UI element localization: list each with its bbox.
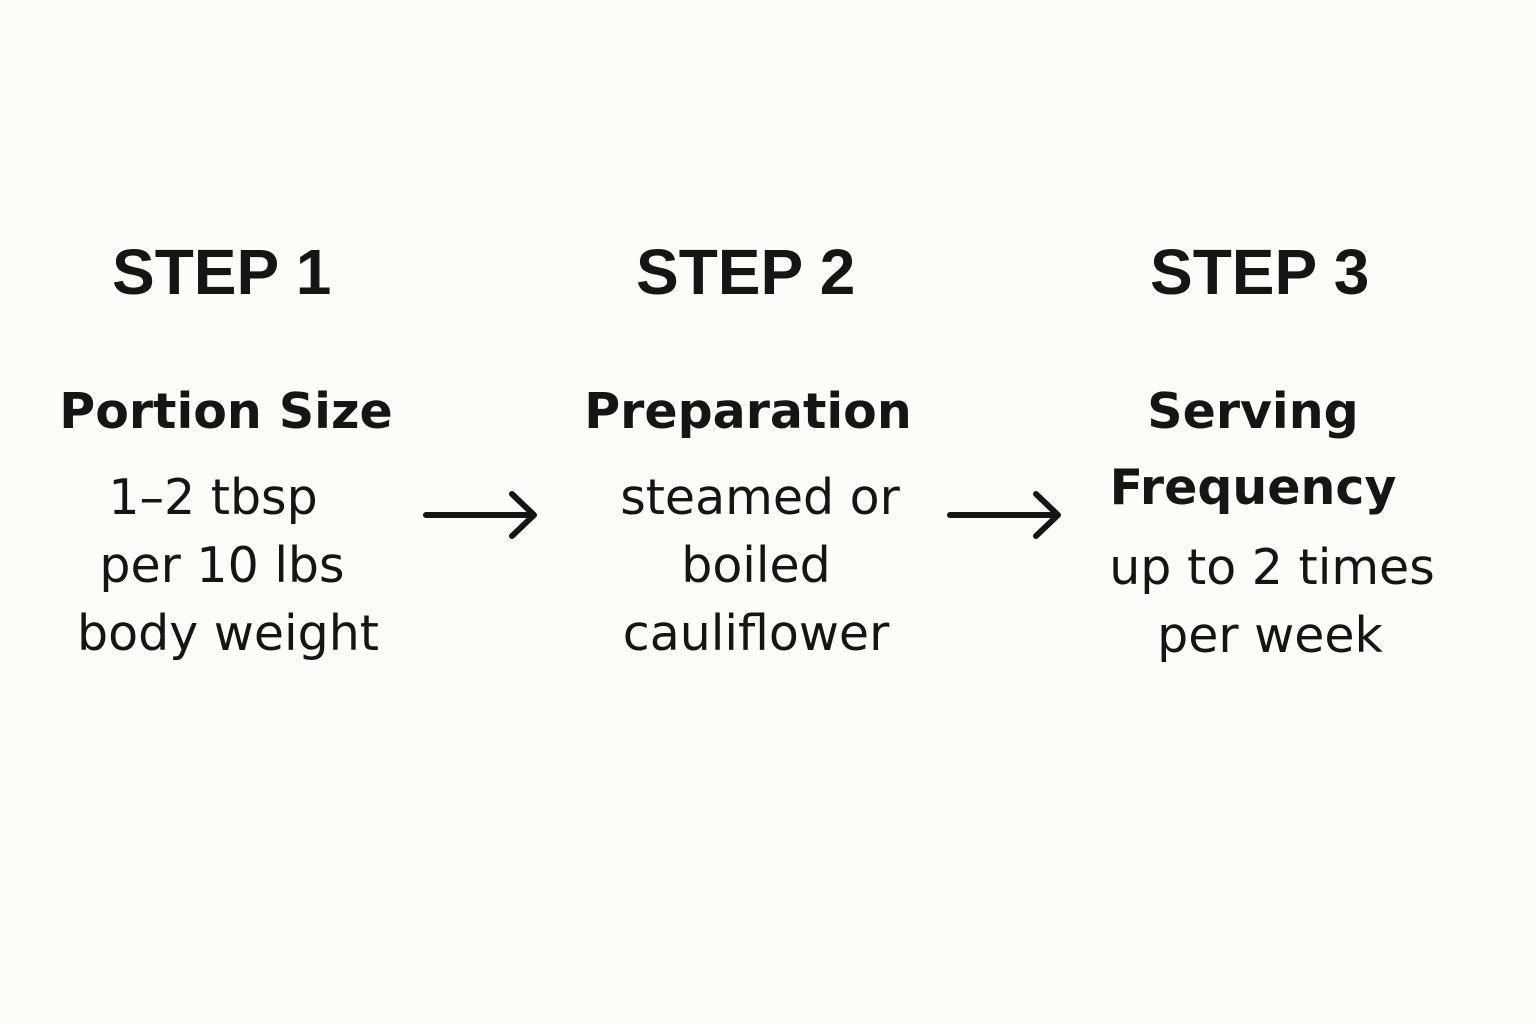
step-1-body-line: 1–2 tbsp xyxy=(108,469,318,526)
step-1-body-line: body weight xyxy=(77,605,379,662)
step-3-title-line: Frequency xyxy=(1109,459,1397,516)
step-3-body: up to 2 times per week xyxy=(1082,534,1462,670)
arrow-right-icon xyxy=(423,491,537,539)
step-3-title: Serving Frequency xyxy=(1068,374,1448,526)
step-2-body: steamed or boiled cauliflower xyxy=(570,464,950,668)
step-3-body-line: per week xyxy=(1157,607,1383,664)
step-1-heading: STEP 1 xyxy=(112,236,332,308)
step-1-title: Portion Size xyxy=(59,383,393,440)
step-3-body-line: up to 2 times xyxy=(1109,539,1435,596)
arrow-right-icon xyxy=(947,491,1061,539)
step-2-title: Preparation xyxy=(584,383,912,440)
step-3-title-line: Serving xyxy=(1147,383,1359,440)
step-2-body-line: cauliflower xyxy=(622,605,890,662)
step-2-heading: STEP 2 xyxy=(636,236,856,308)
step-3-heading: STEP 3 xyxy=(1150,236,1370,308)
step-2-body-line: steamed or xyxy=(620,469,900,526)
step-2-body-line: boiled xyxy=(681,537,831,594)
step-1-body-line: per 10 lbs xyxy=(99,537,345,594)
step-1-body: 1–2 tbsp per 10 lbs body weight xyxy=(38,464,418,668)
